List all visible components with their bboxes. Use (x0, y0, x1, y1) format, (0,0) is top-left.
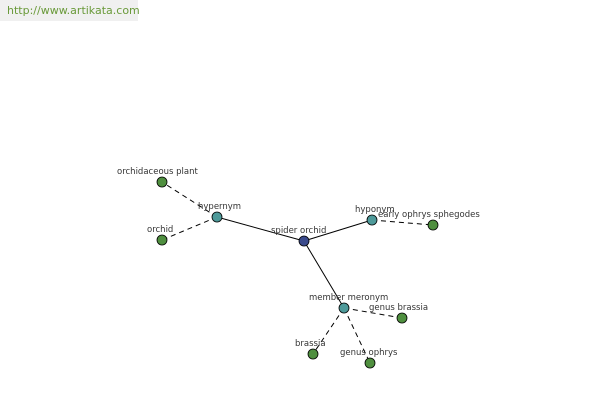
node-genus-ophrys[interactable]: genus ophrys (340, 348, 398, 369)
leaf-node-label: early ophrys sphegodes (378, 210, 480, 220)
leaf-node-label: orchid (147, 225, 173, 235)
node-orchid[interactable]: orchid (147, 225, 173, 246)
leaf-node-dot[interactable] (156, 176, 168, 188)
relation-node-label: hypernym (198, 202, 241, 212)
node-genus-brassia[interactable]: genus brassia (369, 303, 428, 324)
edge-center-hyponym (303, 219, 373, 242)
center-node-dot[interactable] (298, 235, 310, 247)
leaf-node-label: orchidaceous plant (117, 167, 199, 177)
node-brassia[interactable]: brassia (295, 339, 326, 360)
edge-hyponym-early-ophrys-sphegodes (371, 219, 434, 226)
relation-node-dot[interactable] (338, 302, 350, 314)
relation-node-dot[interactable] (211, 211, 223, 223)
leaf-node-dot[interactable] (427, 219, 439, 231)
node-member-meronym[interactable]: member meronym (309, 293, 388, 314)
leaf-node-label: genus ophrys (340, 348, 398, 358)
edge-center-hypernym (216, 216, 305, 242)
node-orchidaceous-plant[interactable]: orchidaceous plant (117, 167, 199, 188)
edge-member-meronym-genus-brassia (343, 307, 403, 319)
site-url-link[interactable]: http://www.artikata.com (0, 0, 140, 21)
relation-node-label: hyponym (355, 205, 395, 215)
center-node-label: spider orchid (271, 226, 326, 236)
leaf-node-dot[interactable] (156, 234, 168, 246)
edge-hypernym-orchidaceous-plant (161, 181, 218, 218)
node-spider-orchid[interactable]: spider orchid (271, 226, 326, 247)
leaf-node-label: genus brassia (369, 303, 428, 313)
relation-node-label: member meronym (309, 293, 388, 303)
leaf-node-dot[interactable] (364, 357, 376, 369)
edge-member-meronym-genus-ophrys (343, 307, 371, 364)
edge-center-member-meronym (303, 240, 345, 309)
leaf-node-dot[interactable] (396, 312, 408, 324)
leaf-node-label: brassia (295, 339, 326, 349)
relation-node-dot[interactable] (366, 214, 378, 226)
edge-hypernym-orchid (161, 216, 218, 241)
edge-member-meronym-brassia (312, 307, 345, 355)
node-hyponym[interactable]: hyponym (355, 205, 395, 226)
leaf-node-dot[interactable] (307, 348, 319, 360)
node-hypernym[interactable]: hypernym (198, 202, 241, 223)
node-early-ophrys-sphegodes[interactable]: early ophrys sphegodes (378, 210, 480, 231)
